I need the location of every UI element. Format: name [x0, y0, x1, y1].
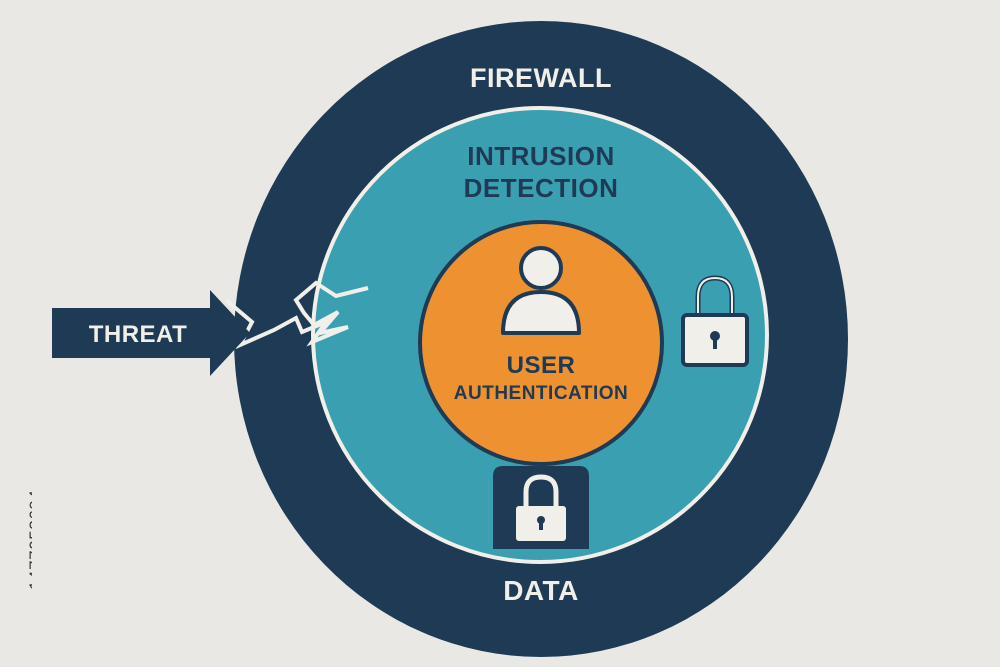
side-id-text: 1477053694 [6, 418, 32, 590]
padlock-icon [681, 275, 749, 367]
intrusion-label-line2: DETECTION [464, 173, 619, 203]
firewall-label: FIREWALL [470, 63, 612, 93]
user-authentication-circle [418, 220, 664, 466]
user-label-line2: AUTHENTICATION [454, 383, 628, 404]
data-padlock-icon [516, 474, 566, 541]
arrow-icon [52, 290, 250, 376]
threat-arrow: THREAT [52, 290, 250, 376]
data-label: DATA [503, 575, 579, 606]
user-icon [501, 246, 581, 335]
intrusion-label-line1: INTRUSION [467, 141, 615, 171]
user-label-line1: USER [507, 352, 576, 379]
threat-label: THREAT [89, 321, 188, 348]
side-id-label: 1477053694 [26, 489, 32, 590]
database-icon [493, 466, 589, 549]
crack-icon [224, 280, 369, 350]
